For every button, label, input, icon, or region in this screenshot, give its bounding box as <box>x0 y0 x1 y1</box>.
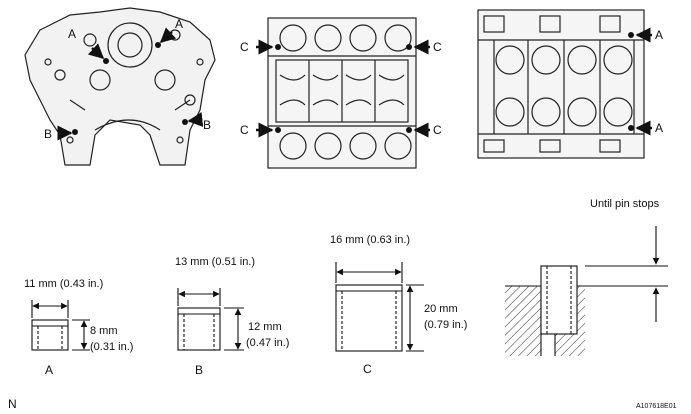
top-label-c-upper-right: C <box>433 40 442 54</box>
top-label-c-lower-left: C <box>240 123 249 137</box>
pin-a-height-line1: 8 mm <box>90 325 118 337</box>
front-view-block <box>24 7 216 166</box>
pin-a-drawing <box>31 300 90 351</box>
top-label-c-upper-left: C <box>240 40 249 54</box>
pin-b-height-line2: (0.47 in.) <box>246 337 289 349</box>
bottom-label-a-upper: A <box>655 28 663 42</box>
pin-c-height-line1: 20 mm <box>424 303 458 315</box>
installation-detail <box>505 226 668 356</box>
pin-b-height-line1: 12 mm <box>248 321 282 333</box>
pin-a-label: A <box>45 363 53 377</box>
pin-b-length: 13 mm (0.51 in.) <box>175 256 255 268</box>
pin-c-length: 16 mm (0.63 in.) <box>330 234 410 246</box>
front-label-a-right: A <box>175 17 183 31</box>
install-note: Until pin stops <box>590 198 660 210</box>
bottom-view-pin-marks <box>628 32 634 131</box>
pin-a-length: 11 mm (0.43 in.) <box>24 278 103 290</box>
bottom-view-arrows <box>635 27 652 136</box>
front-view-arrows <box>57 27 204 141</box>
pin-c-label: C <box>363 362 372 376</box>
top-view-pin-marks <box>275 44 412 133</box>
pin-c-drawing <box>335 262 424 352</box>
front-label-a-left: A <box>68 27 76 41</box>
pin-b-label: B <box>195 363 203 377</box>
figure-id: A107618E01 <box>636 403 677 410</box>
corner-mark: N <box>8 397 17 411</box>
front-label-b-right: B <box>203 118 211 132</box>
top-view-arrows <box>256 39 430 138</box>
bottom-view-block <box>477 9 645 159</box>
pin-b-drawing <box>177 288 244 351</box>
front-view-pin-marks <box>72 42 188 135</box>
pin-c-height-line2: (0.79 in.) <box>424 319 467 331</box>
front-label-b-left: B <box>44 127 52 141</box>
bottom-label-a-lower: A <box>655 121 663 135</box>
pin-a-height-line2: (0.31 in.) <box>90 341 133 353</box>
top-label-c-lower-right: C <box>433 123 442 137</box>
top-view-block <box>267 17 417 169</box>
